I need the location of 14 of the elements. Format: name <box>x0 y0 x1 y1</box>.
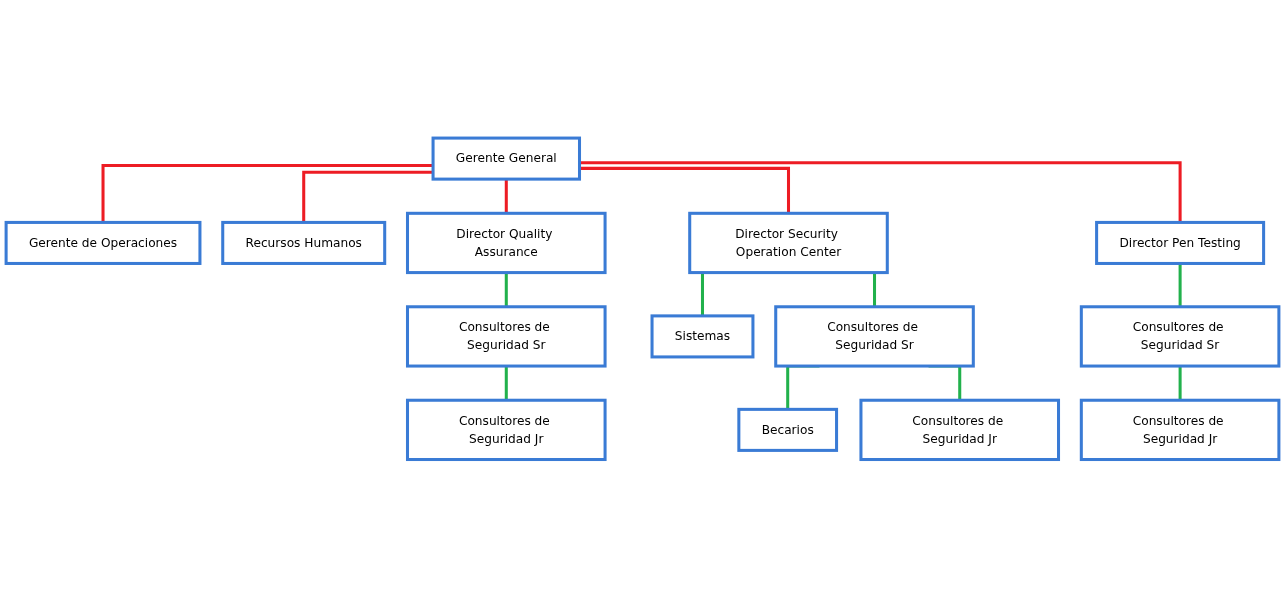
node-box: Director Pen Testing <box>1095 221 1266 266</box>
node-box: Consultores de Seguridad Jr <box>406 398 607 462</box>
node-box: Gerente General <box>431 136 582 181</box>
node-box: Consultores de Seguridad Sr <box>774 305 975 368</box>
node-box: Consultores de Seguridad Sr <box>1079 305 1281 368</box>
node-box: Consultores de Seguridad Jr <box>1079 398 1281 462</box>
node-box: Director Quality Assurance <box>406 212 607 275</box>
node-box: Consultores de Seguridad Jr <box>859 398 1061 462</box>
node-box: Gerente de Operaciones <box>4 221 202 266</box>
node-box: Director Security Operation Center <box>688 212 889 275</box>
node-box: Recursos Humanos <box>221 221 387 266</box>
node-box: Consultores de Seguridad Sr <box>406 305 607 368</box>
node-box: Sistemas <box>650 314 755 359</box>
node-box: Becarios <box>737 408 839 453</box>
